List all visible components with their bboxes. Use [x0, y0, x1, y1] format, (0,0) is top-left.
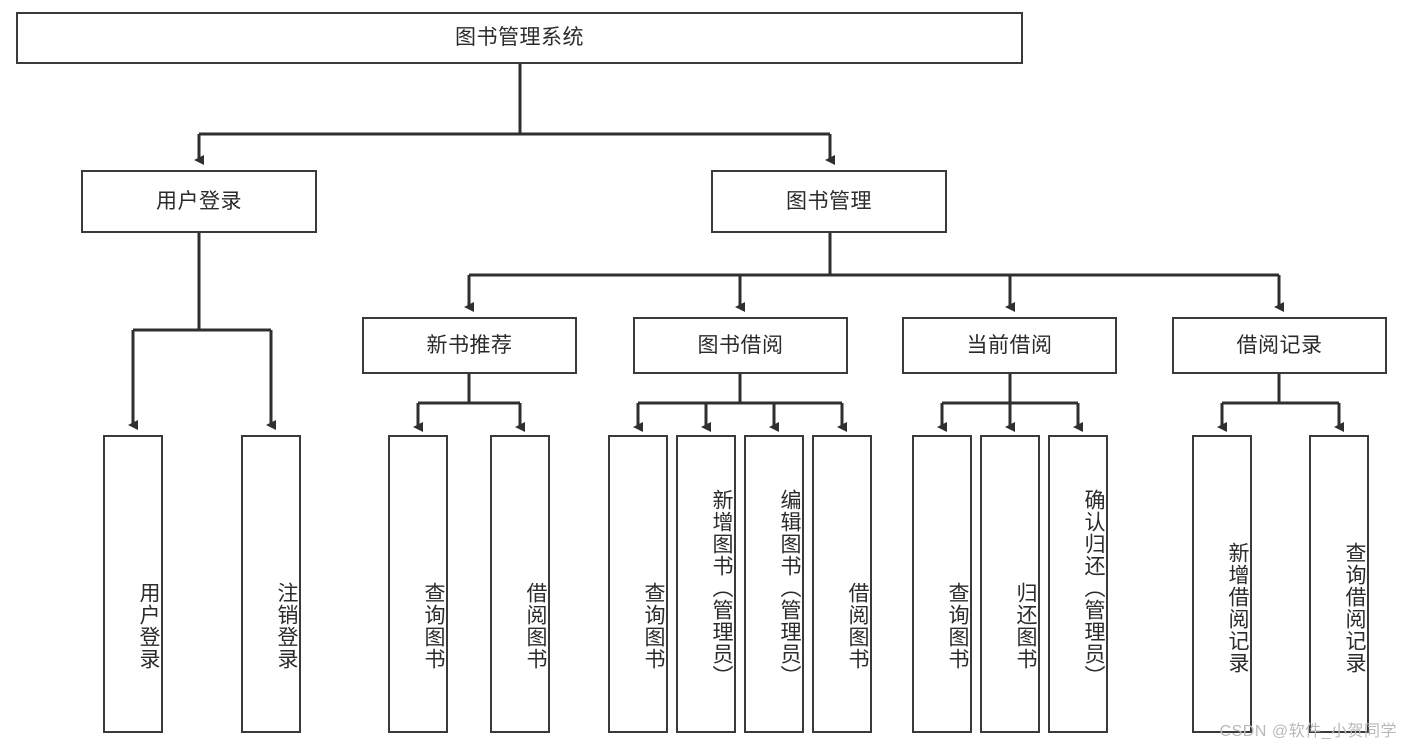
node-new-book-rec[interactable]: 新书推荐	[362, 317, 577, 374]
leaf-confirm-return[interactable]: 确认归还（管理员）	[1048, 435, 1108, 733]
leaf-query-book-2[interactable]: 查询图书	[608, 435, 668, 733]
node-user-login-label: 用户登录	[156, 189, 242, 213]
leaf-return-book-label: 归还图书	[1014, 582, 1037, 670]
node-book-manage-label: 图书管理	[786, 189, 872, 213]
leaf-borrow-book-1[interactable]: 借阅图书	[490, 435, 550, 733]
leaf-borrow-book-2-label: 借阅图书	[846, 582, 869, 670]
leaf-query-book-2-label: 查询图书	[642, 582, 665, 670]
leaf-query-book-1[interactable]: 查询图书	[388, 435, 448, 733]
leaf-borrow-book-1-label: 借阅图书	[524, 582, 547, 670]
node-root[interactable]: 图书管理系统	[16, 12, 1023, 64]
node-user-login[interactable]: 用户登录	[81, 170, 317, 233]
leaf-return-book[interactable]: 归还图书	[980, 435, 1040, 733]
leaf-confirm-return-label: 确认归还（管理员）	[1082, 489, 1105, 687]
node-new-book-rec-label: 新书推荐	[426, 333, 513, 357]
leaf-borrow-book-2[interactable]: 借阅图书	[812, 435, 872, 733]
leaf-user-login-label: 用户登录	[137, 582, 160, 670]
node-book-borrow-label: 图书借阅	[697, 333, 784, 357]
node-book-borrow[interactable]: 图书借阅	[633, 317, 848, 374]
leaf-query-book-3-label: 查询图书	[946, 582, 969, 670]
csdn-watermark: CSDN @软件_小贺同学	[1219, 723, 1397, 740]
node-borrow-record[interactable]: 借阅记录	[1172, 317, 1387, 374]
leaf-query-book-1-label: 查询图书	[422, 582, 445, 670]
leaf-query-record[interactable]: 查询借阅记录	[1309, 435, 1369, 733]
node-root-label: 图书管理系统	[455, 26, 584, 50]
leaf-add-book[interactable]: 新增图书（管理员）	[676, 435, 736, 733]
leaf-add-record[interactable]: 新增借阅记录	[1192, 435, 1252, 733]
leaf-add-record-label: 新增借阅记录	[1226, 542, 1249, 674]
node-borrow-record-label: 借阅记录	[1236, 333, 1323, 357]
leaf-logout-login-label: 注销登录	[275, 582, 298, 670]
leaf-query-record-label: 查询借阅记录	[1343, 542, 1366, 674]
leaf-add-book-label: 新增图书（管理员）	[710, 489, 733, 687]
node-current-borrow-label: 当前借阅	[966, 333, 1053, 357]
leaf-edit-book-label: 编辑图书（管理员）	[778, 489, 801, 687]
node-current-borrow[interactable]: 当前借阅	[902, 317, 1117, 374]
node-book-manage[interactable]: 图书管理	[711, 170, 947, 233]
leaf-edit-book[interactable]: 编辑图书（管理员）	[744, 435, 804, 733]
leaf-logout-login[interactable]: 注销登录	[241, 435, 301, 733]
leaf-user-login[interactable]: 用户登录	[103, 435, 163, 733]
leaf-query-book-3[interactable]: 查询图书	[912, 435, 972, 733]
